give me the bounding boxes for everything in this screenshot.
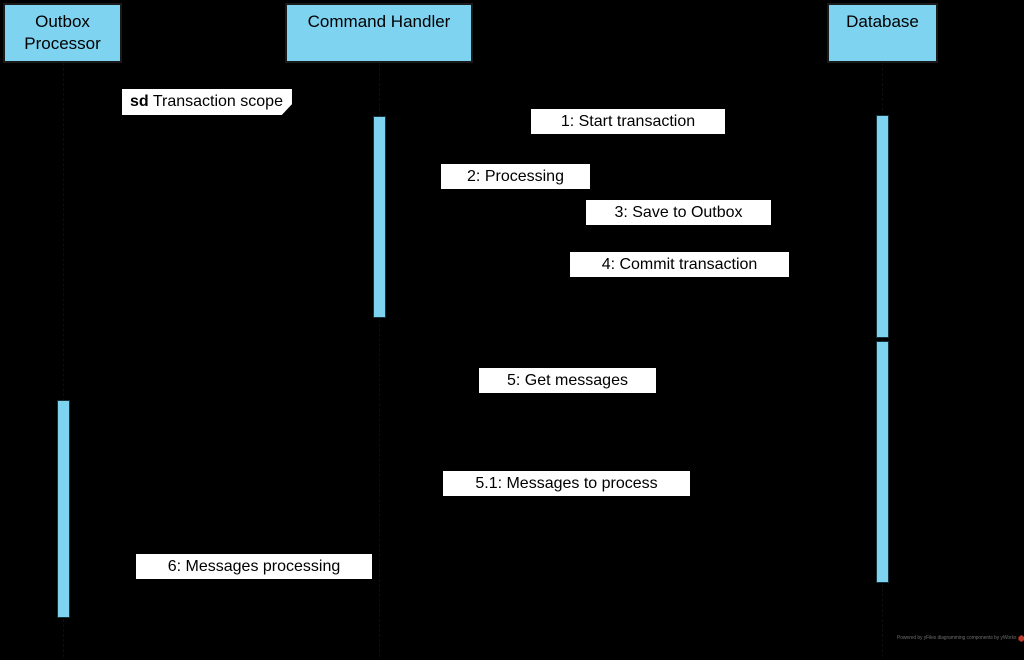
message-arrow-6 bbox=[70, 583, 130, 591]
lifeline-command-handler bbox=[379, 63, 380, 657]
message-label-6[interactable]: 6: Messages processing bbox=[136, 554, 372, 579]
watermark-text: Powered by yFiles diagramming components… bbox=[897, 635, 1017, 641]
message-label-4[interactable]: 4: Commit transaction bbox=[570, 252, 789, 277]
watermark: Powered by yFiles diagramming components… bbox=[897, 635, 1024, 642]
message-label-5-1[interactable]: 5.1: Messages to process bbox=[443, 471, 690, 496]
message-label-5[interactable]: 5: Get messages bbox=[479, 368, 656, 393]
message-arrow-1 bbox=[386, 142, 876, 150]
message-arrow-5-1 bbox=[70, 500, 876, 508]
message-arrow-2 bbox=[386, 192, 440, 200]
fragment-keyword: sd bbox=[130, 93, 149, 110]
activation-bar-command-handler bbox=[373, 116, 386, 318]
activation-bar-database-2 bbox=[876, 341, 889, 583]
fragment-label: Transaction scope bbox=[152, 93, 283, 110]
fragment-tag-transaction-scope[interactable]: sd Transaction scope bbox=[122, 89, 292, 115]
participant-database[interactable]: Database bbox=[827, 3, 938, 63]
message-arrow-5 bbox=[70, 397, 876, 405]
message-label-1[interactable]: 1: Start transaction bbox=[531, 109, 725, 134]
participant-outbox-processor[interactable]: Outbox Processor bbox=[3, 3, 122, 63]
lifeline-outbox-processor bbox=[63, 63, 64, 657]
watermark-logo-icon bbox=[1018, 635, 1024, 642]
activation-bar-database-1 bbox=[876, 115, 889, 338]
message-arrow-3 bbox=[386, 234, 876, 242]
participant-command-handler[interactable]: Command Handler bbox=[285, 3, 473, 63]
activation-bar-outbox-processor bbox=[57, 400, 70, 618]
message-label-3[interactable]: 3: Save to Outbox bbox=[586, 200, 771, 225]
message-label-2[interactable]: 2: Processing bbox=[441, 164, 590, 189]
message-arrow-4 bbox=[386, 286, 876, 294]
